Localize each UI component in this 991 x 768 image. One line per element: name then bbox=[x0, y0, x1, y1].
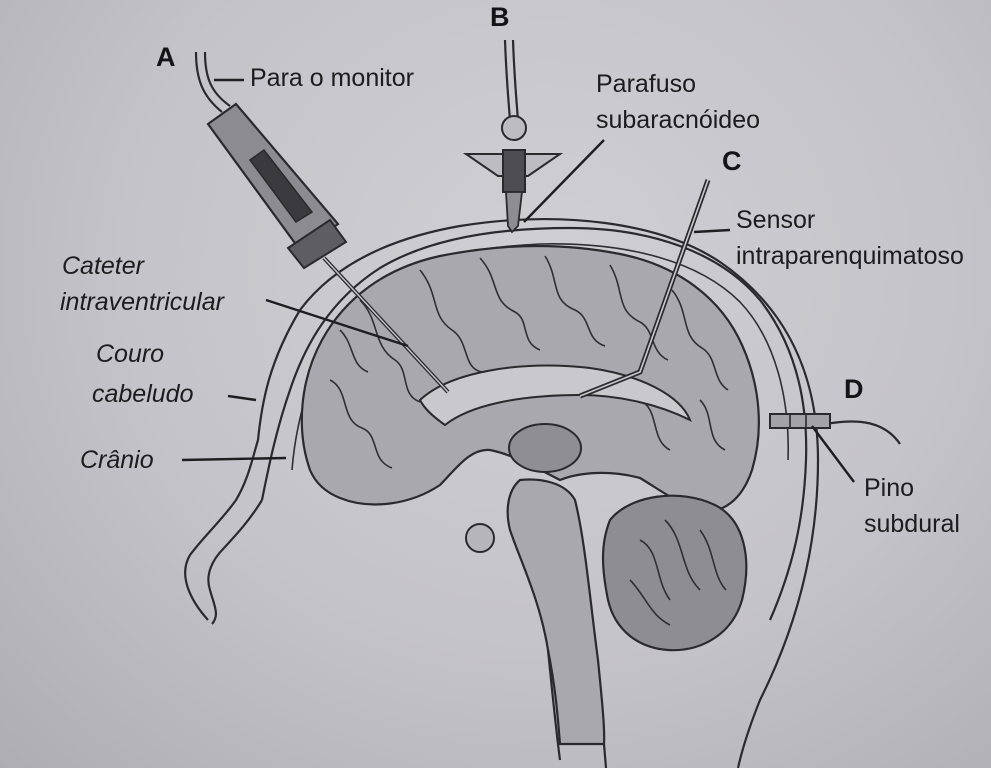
device-c-probe-inner bbox=[579, 179, 709, 397]
label-sensor-line2: intraparenquimatoso bbox=[736, 242, 964, 270]
pituitary bbox=[465, 523, 495, 553]
label-couro-line1: Couro bbox=[96, 340, 164, 368]
letter-d: D bbox=[844, 374, 864, 404]
device-b-cable bbox=[503, 39, 512, 121]
letter-c: C bbox=[722, 146, 742, 176]
thalamus bbox=[508, 423, 582, 473]
label-cateter-line1: Cateter bbox=[62, 252, 146, 280]
device-a-cable-inner bbox=[203, 51, 231, 107]
leader-parafuso bbox=[523, 139, 605, 223]
device-b-body bbox=[502, 149, 526, 193]
leader-pino bbox=[811, 425, 855, 483]
leader-cateter bbox=[265, 298, 409, 348]
spinal-cord bbox=[546, 649, 608, 768]
face-contour bbox=[207, 499, 263, 625]
scalp-outline bbox=[184, 218, 820, 768]
label-parafuso-line1: Parafuso bbox=[596, 70, 696, 98]
label-sensor-line1: Sensor bbox=[736, 206, 815, 234]
label-cranio: Crânio bbox=[80, 446, 154, 474]
device-a-transducer-window bbox=[248, 148, 314, 224]
device-a-catheter-inner bbox=[323, 257, 449, 393]
label-pino-line2: subdural bbox=[864, 510, 960, 538]
device-b-cap bbox=[501, 115, 527, 141]
device-b-cable-inner bbox=[511, 39, 520, 121]
cerebellum bbox=[601, 494, 748, 652]
label-parafuso-line2: subaracnóideo bbox=[596, 106, 760, 134]
label-para-o-monitor: Para o monitor bbox=[250, 64, 414, 92]
device-a-cable bbox=[194, 51, 223, 113]
leader-sensor bbox=[693, 228, 731, 234]
device-d-pin bbox=[769, 413, 831, 429]
letter-b: B bbox=[490, 2, 510, 32]
brainstem bbox=[506, 478, 606, 746]
label-pino-line1: Pino bbox=[864, 474, 914, 502]
leader-couro bbox=[227, 394, 257, 402]
label-couro-line2: cabeludo bbox=[92, 380, 194, 408]
letter-a: A bbox=[156, 42, 176, 72]
device-a-hub bbox=[286, 218, 348, 270]
cerebellum-folia bbox=[629, 519, 727, 626]
device-d-cable bbox=[825, 420, 901, 445]
leader-cranio bbox=[181, 456, 287, 462]
skull-outline bbox=[260, 226, 808, 621]
label-cateter-line2: intraventricular bbox=[60, 288, 226, 316]
device-b-screw bbox=[505, 191, 524, 234]
